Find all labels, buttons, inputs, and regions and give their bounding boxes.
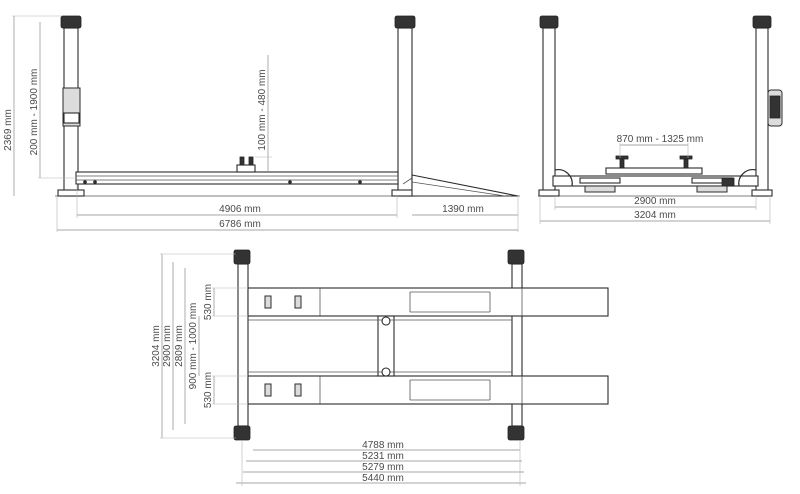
dim-length-b: 5231 mm: [362, 451, 404, 462]
top-view-dimensions: 3204 mm 2900 mm 2809 mm 900 mm - 1000 mm…: [151, 253, 526, 486]
dim-runway-width-bottom: 530 mm: [203, 372, 214, 408]
end-view-dimensions: 870 mm - 1325 mm 2900 mm 3204 mm: [539, 134, 771, 224]
dim-inner-width: 2900 mm: [634, 196, 676, 207]
end-view: [538, 15, 783, 197]
dim-overall-length: 6786 mm: [219, 219, 261, 230]
dim-runway-width-top: 530 mm: [203, 284, 214, 320]
dim-lift-range: 200 mm - 1900 mm: [29, 69, 40, 156]
dim-jack-range: 100 mm - 480 mm: [257, 69, 268, 150]
top-view: [233, 249, 609, 441]
dim-top-overall-width: 3204 mm: [151, 325, 162, 367]
dim-top-column-span: 2809 mm: [174, 325, 185, 367]
dim-ramp-length: 1390 mm: [442, 204, 484, 215]
dim-overall-width: 3204 mm: [634, 210, 676, 221]
dim-runway-gap: 900 mm - 1000 mm: [188, 303, 199, 390]
dim-length-d: 5440 mm: [362, 473, 404, 484]
side-view-dimensions: 2369 mm 200 mm - 1900 mm 100 mm - 480 mm…: [3, 15, 519, 232]
dim-length-a: 4788 mm: [362, 440, 404, 451]
dim-platform-length: 4906 mm: [219, 204, 261, 215]
side-view: [55, 15, 520, 197]
dim-top-inner-width: 2900 mm: [162, 325, 173, 367]
dim-height-total: 2369 mm: [3, 109, 14, 151]
dim-length-c: 5279 mm: [362, 462, 404, 473]
dim-jack-span: 870 mm - 1325 mm: [617, 134, 704, 145]
